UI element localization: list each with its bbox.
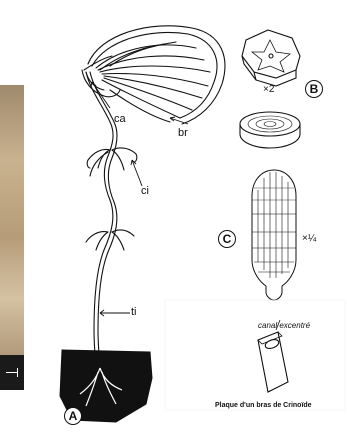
label-br: br <box>178 128 188 139</box>
arm-plate <box>258 320 288 392</box>
label-ci: ci <box>141 186 149 197</box>
label-ca: ca <box>114 114 126 125</box>
cirri-upper <box>87 148 137 176</box>
ossicle-pentagonal <box>242 30 300 86</box>
label-ra: ra <box>131 400 141 411</box>
scale-c: ×¼ <box>302 234 316 244</box>
scale-b: ×2 <box>263 85 274 95</box>
plate-caption: Plaque d'un bras de Crinoïde <box>215 402 312 409</box>
stem-drawing <box>86 72 113 380</box>
canal-label: canal excentré <box>258 322 310 330</box>
label-ti: ti <box>131 307 137 318</box>
panel-label-a: A <box>64 407 82 425</box>
crinoid-calyx <box>252 170 296 300</box>
panel-label-b: B <box>305 80 323 98</box>
panel-label-c: C <box>218 230 236 248</box>
ossicle-round <box>240 112 300 148</box>
